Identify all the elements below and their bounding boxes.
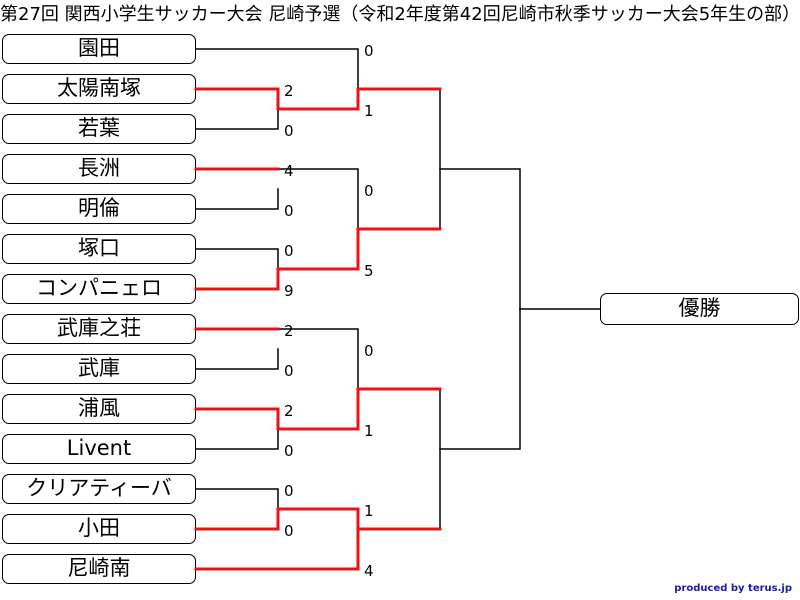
- bracket-line: [195, 348, 279, 370]
- bracket-line: [277, 168, 359, 230]
- bracket-line: [439, 168, 521, 310]
- score-r1-wakaba: 0: [284, 122, 294, 140]
- score-r1-tsukaguchi: 0: [284, 242, 294, 260]
- score-r2-amagasaki-minami: 4: [364, 562, 374, 580]
- score-r1-mukonoso: 2: [284, 322, 294, 340]
- bracket-line: [195, 428, 279, 450]
- score-r2-nagasu: 0: [364, 182, 374, 200]
- score-r1-taiyo-minamitsuka: 2: [284, 82, 294, 100]
- team-box-nagasu: 長洲: [2, 154, 196, 184]
- team-box-criativa: クリアティーバ: [2, 474, 196, 504]
- winning-path-line: [194, 227, 442, 291]
- winning-path-line: [194, 527, 360, 571]
- score-r1-meirin: 0: [284, 202, 294, 220]
- team-box-wakaba: 若葉: [2, 114, 196, 144]
- score-r1-livent: 0: [284, 442, 294, 460]
- team-box-urakaze: 浦風: [2, 394, 196, 424]
- score-r1-companero: 9: [284, 282, 294, 300]
- team-box-amagasaki-minami: 尼崎南: [2, 554, 196, 584]
- score-r2-taiyo-minamitsuka: 1: [364, 102, 374, 120]
- bracket-line: [195, 48, 359, 90]
- score-r2-urakaze: 1: [364, 422, 374, 440]
- team-box-tsukaguchi: 塚口: [2, 234, 196, 264]
- page-title: 第27回 関西小学生サッカー大会 尼崎予選（令和2年度第42回尼崎市秋季サッカー…: [0, 4, 800, 25]
- score-r1-oda: 0: [284, 522, 294, 540]
- team-box-muko: 武庫: [2, 354, 196, 384]
- credit-text: produced by terus.jp: [674, 583, 792, 594]
- bracket-line: [195, 108, 279, 130]
- team-box-companero: コンパニェロ: [2, 274, 196, 304]
- score-r2-companero: 5: [364, 262, 374, 280]
- bracket-line: [439, 308, 521, 450]
- score-r1-nagasu: 4: [284, 162, 294, 180]
- team-box-mukonoso: 武庫之荘: [2, 314, 196, 344]
- team-box-oda: 小田: [2, 514, 196, 544]
- winning-path-line: [194, 387, 442, 431]
- score-r1-muko: 0: [284, 362, 294, 380]
- winning-path-line: [194, 87, 442, 111]
- score-r2-mukonoso: 0: [364, 342, 374, 360]
- bracket-line: [277, 328, 359, 390]
- score-r2-sonoda: 0: [364, 42, 374, 60]
- bracket-line: [195, 248, 279, 270]
- bracket-line: [195, 488, 279, 510]
- winning-path-line: [194, 507, 442, 531]
- score-r1-criativa: 0: [284, 482, 294, 500]
- bracket-line: [195, 188, 279, 210]
- team-box-livent: Livent: [2, 434, 196, 464]
- team-box-meirin: 明倫: [2, 194, 196, 224]
- score-r1-urakaze: 2: [284, 402, 294, 420]
- champion-box: 優勝: [600, 293, 799, 325]
- score-r2-oda: 1: [364, 502, 374, 520]
